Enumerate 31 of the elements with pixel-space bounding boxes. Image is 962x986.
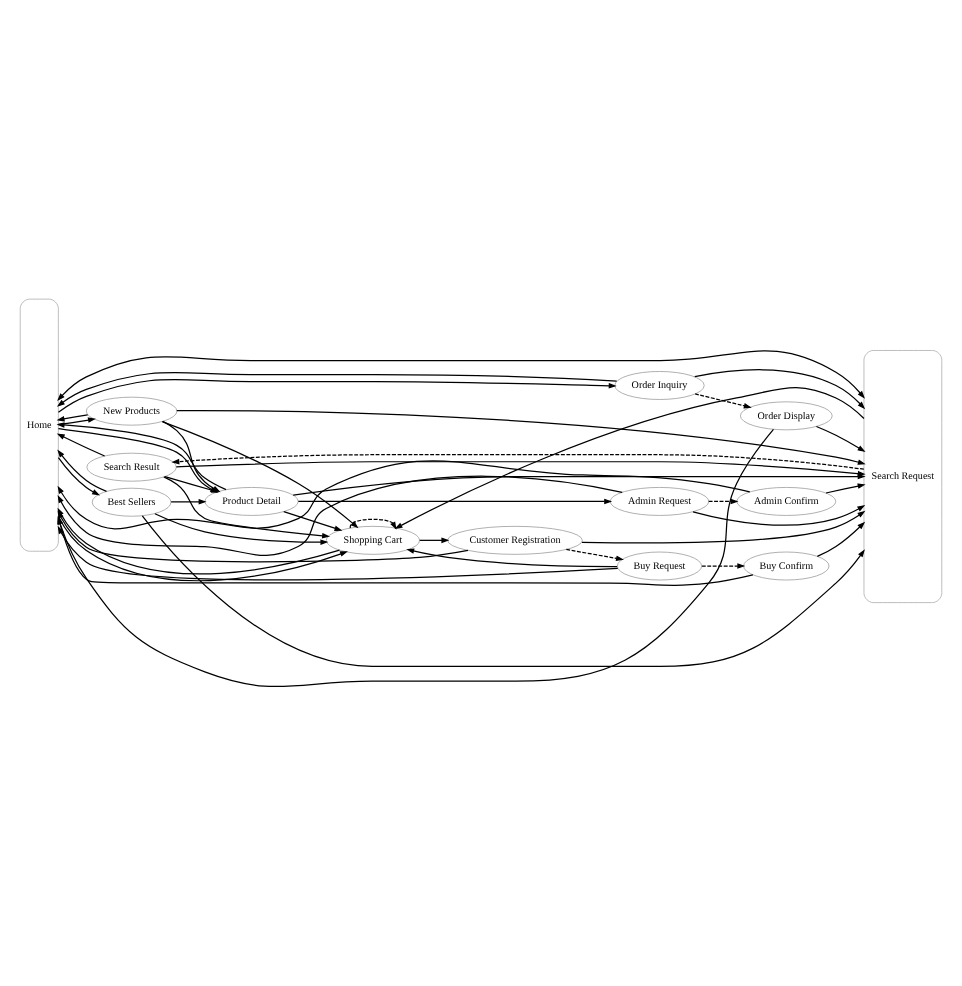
arrow — [57, 456, 101, 496]
arrow — [565, 548, 624, 562]
arrow — [692, 505, 866, 526]
arrow — [161, 421, 359, 529]
arrow — [154, 513, 329, 545]
arrow — [171, 454, 865, 470]
arrow — [825, 483, 866, 494]
arrow — [57, 417, 96, 425]
arrow — [694, 393, 752, 409]
arrow — [406, 548, 618, 568]
arrow — [176, 410, 866, 465]
arrow — [708, 498, 739, 505]
arrow — [163, 476, 331, 539]
arrow — [419, 537, 450, 544]
arrow — [283, 511, 343, 531]
arrow — [57, 378, 617, 413]
arrow — [694, 369, 866, 410]
arrow — [701, 563, 746, 569]
arrow — [57, 350, 865, 402]
arrow — [297, 498, 613, 505]
arrow — [581, 510, 866, 544]
arrow — [141, 515, 865, 668]
arrow — [170, 499, 207, 505]
arrow — [816, 521, 866, 557]
arrow — [292, 473, 866, 496]
arrow — [56, 433, 106, 457]
arrow — [349, 518, 397, 530]
arrow — [56, 414, 89, 422]
arrow — [57, 449, 108, 492]
arrow — [815, 425, 866, 453]
arrow — [56, 371, 618, 407]
